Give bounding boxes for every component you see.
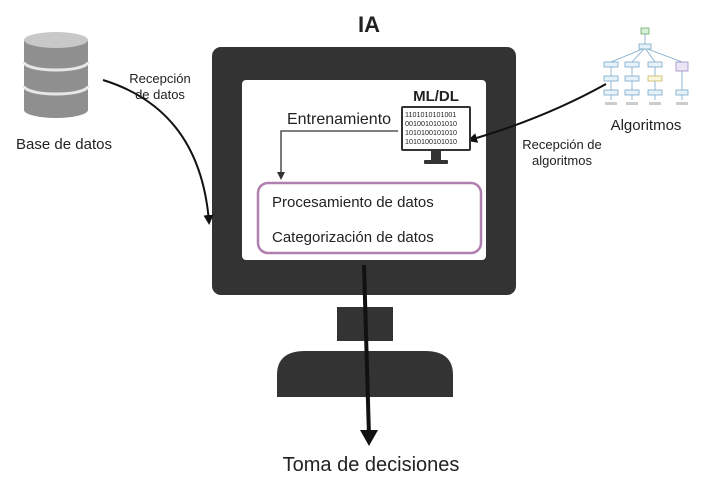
- monitor-stand: [277, 351, 453, 397]
- algorithms-label: Algoritmos: [611, 117, 682, 134]
- processing-line-2: Categorización de datos: [272, 229, 434, 246]
- processing-box: [256, 181, 483, 255]
- decision-arrow: [362, 264, 371, 437]
- database-icon: [22, 32, 90, 118]
- database-label: Base de datos: [16, 136, 112, 153]
- processing-line-1: Procesamiento de datos: [272, 194, 434, 211]
- binary-line-3: 1010100101010: [405, 128, 457, 137]
- algorithm-reception-label-line2: algoritmos: [532, 153, 592, 168]
- algorithm-reception-arrow: [467, 83, 607, 143]
- data-reception-label-line1: Recepción: [129, 71, 190, 86]
- training-arrow: [277, 130, 398, 180]
- ml-dl-label: ML/DL: [413, 88, 459, 105]
- computer-icon: 1101010101001 0010010101010 101010010101…: [401, 106, 471, 164]
- binary-line-2: 0010010101010: [405, 119, 457, 128]
- output-label: Toma de decisiones: [283, 454, 460, 476]
- diagram-title: IA: [358, 12, 380, 37]
- data-reception-arrow: [102, 79, 214, 225]
- data-reception-label-line2: de datos: [135, 87, 185, 102]
- algorithm-flowchart-icon: [603, 27, 689, 105]
- binary-line-1: 1101010101001: [405, 110, 456, 119]
- decision-arrowhead: [360, 430, 378, 446]
- training-label: Entrenamiento: [287, 111, 391, 128]
- algorithm-reception-label-line1: Recepción de: [522, 137, 602, 152]
- binary-line-4: 1010100101010: [405, 137, 457, 146]
